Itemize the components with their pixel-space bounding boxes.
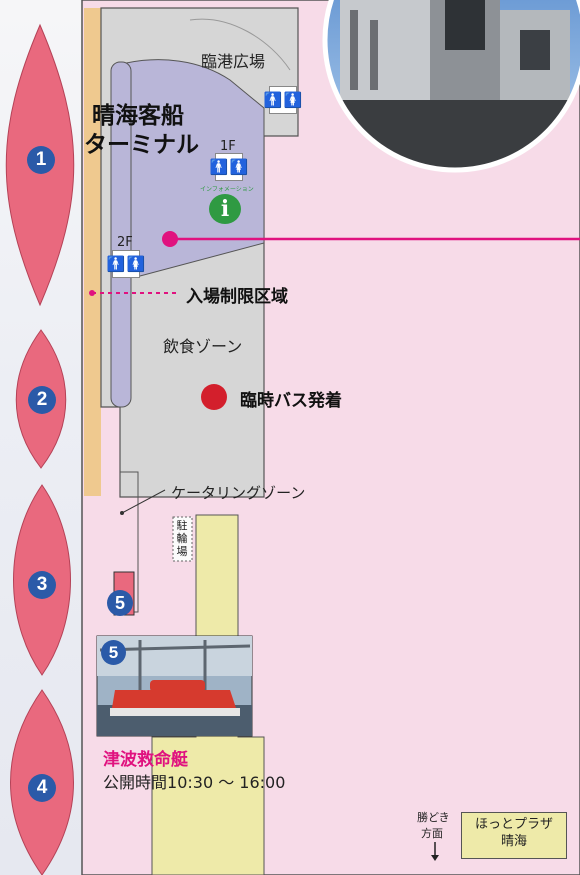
ship-1-badge: 1 xyxy=(27,146,55,174)
restroom-2f-icon: 🚹🚺 xyxy=(107,250,145,278)
hotto-plaza-box: ほっとプラザ 晴海 xyxy=(461,812,567,859)
plaza-label: 臨港広場 xyxy=(201,52,266,71)
hotto-plaza-line2: 晴海 xyxy=(500,834,527,849)
lifeboat-photo xyxy=(96,635,253,737)
lifeboat-hours-label: 公開時間 xyxy=(103,773,168,792)
restricted-area-label: 入場制限区域 xyxy=(186,287,288,307)
terminal-title-line1: 晴海客船 xyxy=(92,103,184,129)
callout-point xyxy=(162,231,178,247)
food-zone-label: 飲食ゾーン xyxy=(163,337,243,356)
lifeboat-photo-badge: 5 xyxy=(101,640,126,665)
ship-2-badge: 2 xyxy=(28,386,56,414)
direction-label-1: 勝どき xyxy=(417,811,450,824)
ship-3-badge: 3 xyxy=(28,571,56,599)
floor-2f-label: 2F xyxy=(117,235,133,250)
lifeboat-hours: 公開時間10:30 ～ 16:00 xyxy=(103,769,285,793)
lifeboat-hours-value: 10:30 ～ 16:00 xyxy=(167,773,286,792)
terminal-title-line2: ターミナル xyxy=(84,132,199,158)
restroom-icon: 🚹🚺 xyxy=(264,86,302,114)
walkway xyxy=(84,8,101,496)
plaza-curve xyxy=(189,18,291,71)
floor-1f-label: 1F xyxy=(220,139,236,154)
hotto-plaza-line1: ほっとプラザ xyxy=(474,817,553,832)
restroom-1f-icon: 🚹🚺 xyxy=(210,153,248,181)
bicycle-parking-label: 駐輪場 xyxy=(176,519,188,558)
direction-label-2: 方面 xyxy=(421,827,443,840)
catering-zone-label: ケータリングゾーン xyxy=(171,484,306,502)
info-caption: インフォメーション xyxy=(200,186,254,193)
ship-4-badge: 4 xyxy=(28,774,56,802)
lifeboat-marker-badge: 5 xyxy=(107,590,133,616)
information-icon: i xyxy=(209,194,241,224)
bicycle-parking-area xyxy=(172,516,193,562)
lifeboat-title: 津波救命艇 xyxy=(103,750,188,770)
terminal-corridor xyxy=(110,61,132,408)
bus-stop-marker xyxy=(201,384,227,410)
bus-stop-label: 臨時バス発着 xyxy=(240,391,342,411)
